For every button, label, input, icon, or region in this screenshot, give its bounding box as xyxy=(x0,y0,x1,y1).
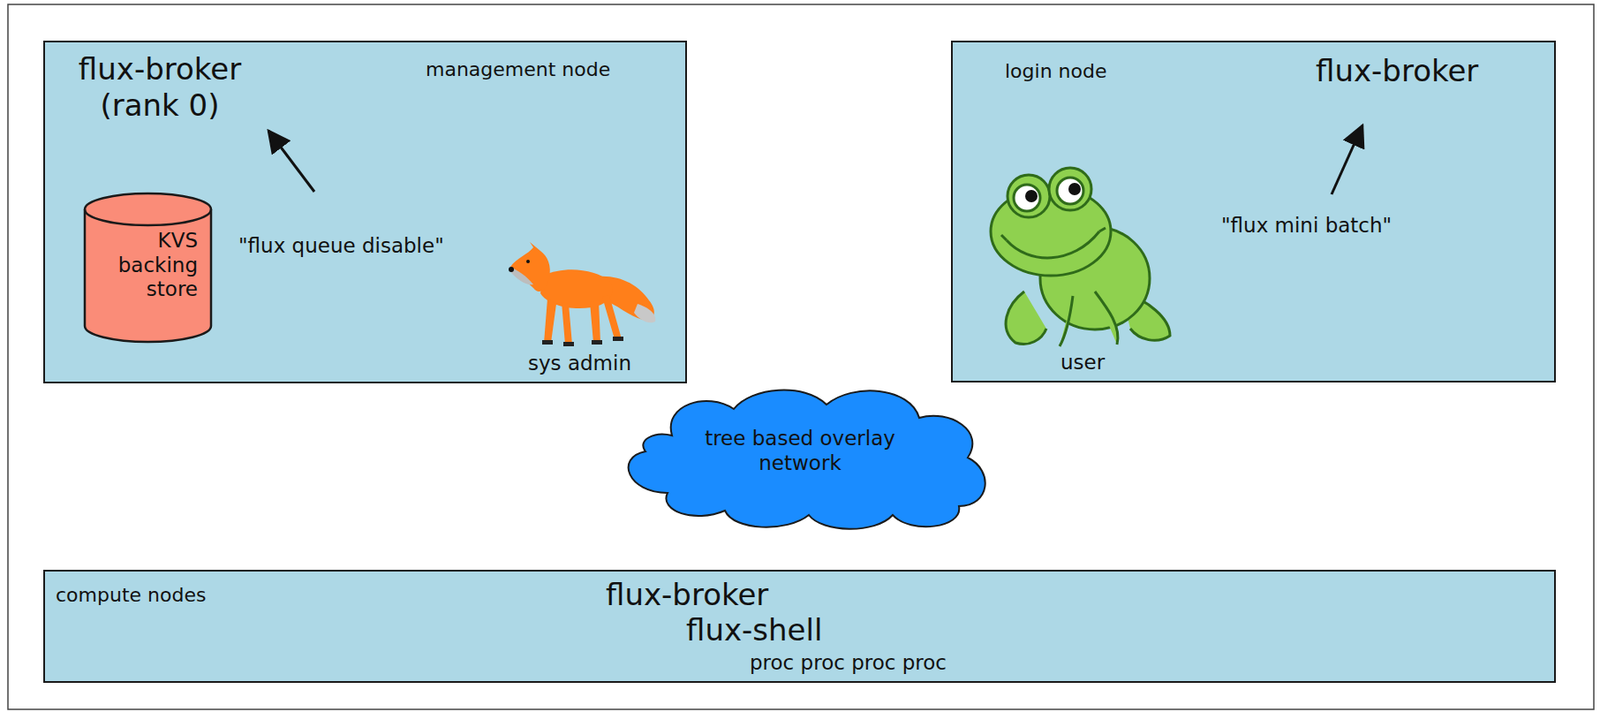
text-slot: flux-broker xyxy=(1315,52,1479,90)
text-slot: flux-broker (rank 0) xyxy=(53,51,266,124)
text-slot: "flux mini batch" xyxy=(1221,213,1392,239)
command-arrow xyxy=(1331,125,1363,195)
node-label: compute nodes xyxy=(55,583,206,607)
text-slot: compute nodes xyxy=(55,583,206,607)
text-slot: flux-broker xyxy=(605,576,769,613)
node-label: "flux queue disable" xyxy=(238,233,445,259)
node-label: proc proc proc proc xyxy=(749,650,947,676)
node-label: sys admin xyxy=(528,351,632,377)
text-slot: tree based overlay network xyxy=(702,426,898,476)
process-name: flux-broker xyxy=(1315,52,1479,90)
node-label: "flux mini batch" xyxy=(1221,213,1392,239)
node-panel: login node flux-broker "flux mini batch" us… xyxy=(950,40,1556,383)
text-slot: flux-shell xyxy=(686,611,823,649)
node-label: user xyxy=(1060,350,1105,376)
text-slot: KVS backing store xyxy=(91,228,198,302)
node-panel: flux-broker (rank 0) management node "flux… xyxy=(43,40,687,384)
node-label: management node xyxy=(425,58,611,82)
node-label: tree based overlay network xyxy=(702,426,898,476)
command-arrow xyxy=(268,130,315,192)
network-cloud: tree based overlay network xyxy=(610,382,990,533)
text-slot: proc proc proc proc xyxy=(749,650,947,676)
node-label: login node xyxy=(1004,60,1108,84)
node-label: KVS backing store xyxy=(91,228,198,302)
fox-figure xyxy=(508,241,656,347)
process-name: flux-broker (rank 0) xyxy=(53,51,266,124)
text-slot: sys admin xyxy=(528,351,632,377)
process-name: flux-shell xyxy=(686,611,823,649)
frog-figure xyxy=(990,167,1170,347)
node-band: compute nodes flux-brokerflux-shellproc p… xyxy=(43,569,1556,683)
process-name: flux-broker xyxy=(605,576,769,613)
frame-border xyxy=(7,4,1594,710)
text-slot: management node xyxy=(425,58,611,82)
text-slot: login node xyxy=(1004,60,1108,84)
storage-cylinder: KVS backing store xyxy=(83,193,213,344)
text-slot: "flux queue disable" xyxy=(238,233,445,259)
text-slot: user xyxy=(1060,350,1105,376)
